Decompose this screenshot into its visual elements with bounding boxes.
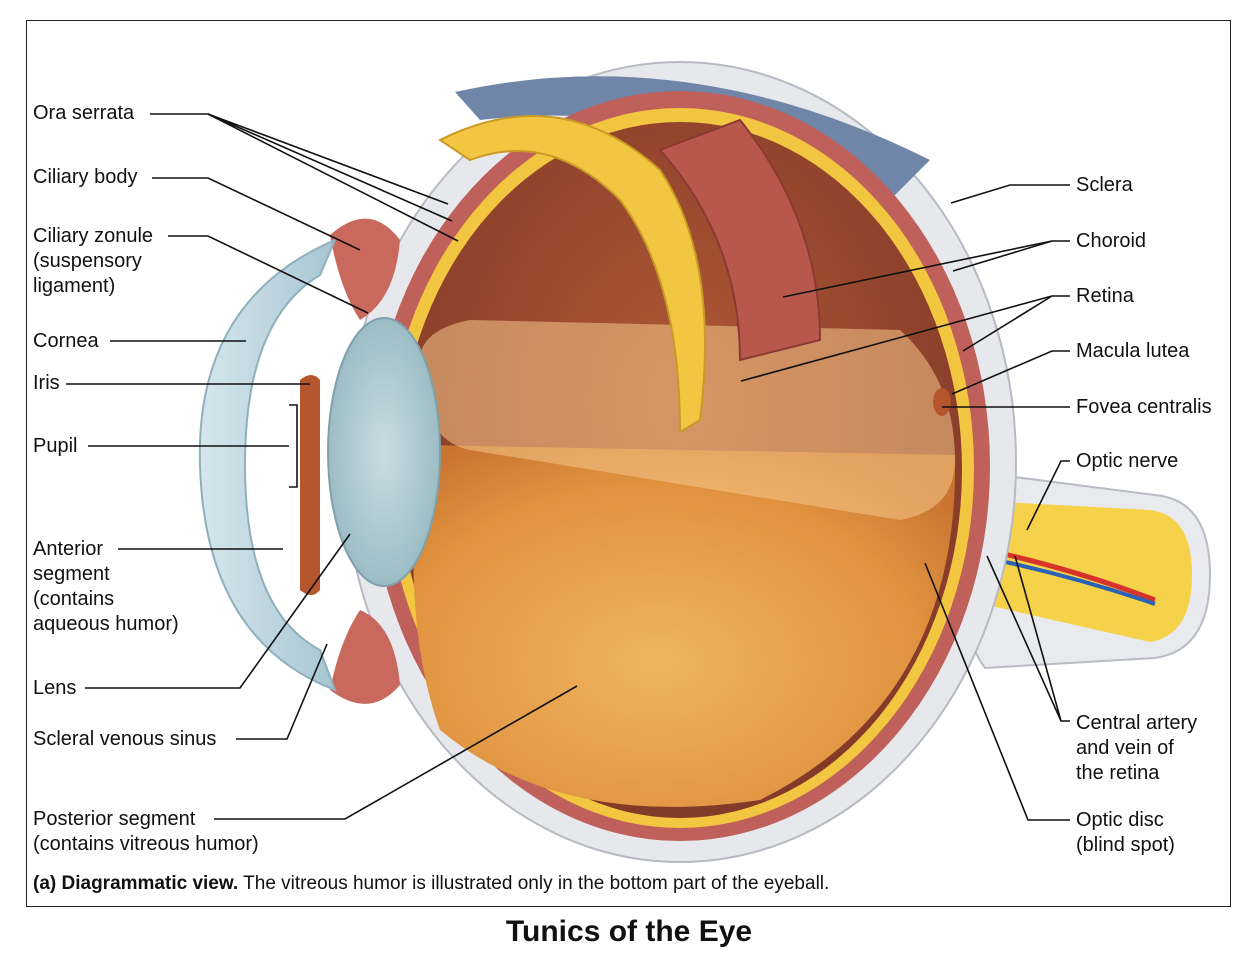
- label-central-artery-vein: Central artery and vein of the retina: [1076, 712, 1198, 784]
- label-pupil: Pupil: [33, 435, 78, 457]
- label-macula-lutea: Macula lutea: [1076, 340, 1190, 362]
- lens-shape: [327, 317, 441, 587]
- optic-nerve-shape: [934, 468, 1212, 670]
- label-ciliary-body: Ciliary body: [33, 166, 138, 188]
- label-fovea-centralis: Fovea centralis: [1076, 396, 1212, 418]
- sclera-cut-surface: [455, 76, 930, 210]
- label-choroid: Choroid: [1076, 230, 1147, 252]
- label-optic-disc: Optic disc (blind spot): [1076, 809, 1175, 856]
- macula-spot: [933, 388, 951, 416]
- label-ciliary-zonule: Ciliary zonule (suspensory ligament): [33, 225, 154, 297]
- label-anterior-segment: Anterior segment (contains aqueous humor…: [33, 538, 179, 635]
- vitreous-humor-shape: [413, 445, 956, 807]
- label-scleral-venous-sinus: Scleral venous sinus: [33, 728, 217, 750]
- label-iris: Iris: [33, 372, 60, 394]
- label-optic-nerve: Optic nerve: [1076, 450, 1179, 472]
- label-posterior-segment: Posterior segment (contains vitreous hum…: [33, 808, 259, 855]
- leader-lines: [66, 113, 1070, 821]
- page-title: Tunics of the Eye: [505, 915, 753, 948]
- label-cornea: Cornea: [33, 330, 99, 352]
- cornea-shape: [198, 238, 337, 692]
- figure-caption: (a) Diagrammatic view. The vitreous humo…: [33, 873, 830, 894]
- iris-shape: [300, 375, 320, 595]
- retina-flap: [438, 115, 706, 434]
- ciliary-body-lower: [330, 610, 400, 704]
- label-ora-serrata: Ora serrata: [33, 102, 135, 124]
- label-sclera: Sclera: [1076, 174, 1133, 196]
- choroid-flap: [658, 118, 822, 362]
- label-lens: Lens: [33, 677, 77, 699]
- label-retina: Retina: [1076, 285, 1134, 307]
